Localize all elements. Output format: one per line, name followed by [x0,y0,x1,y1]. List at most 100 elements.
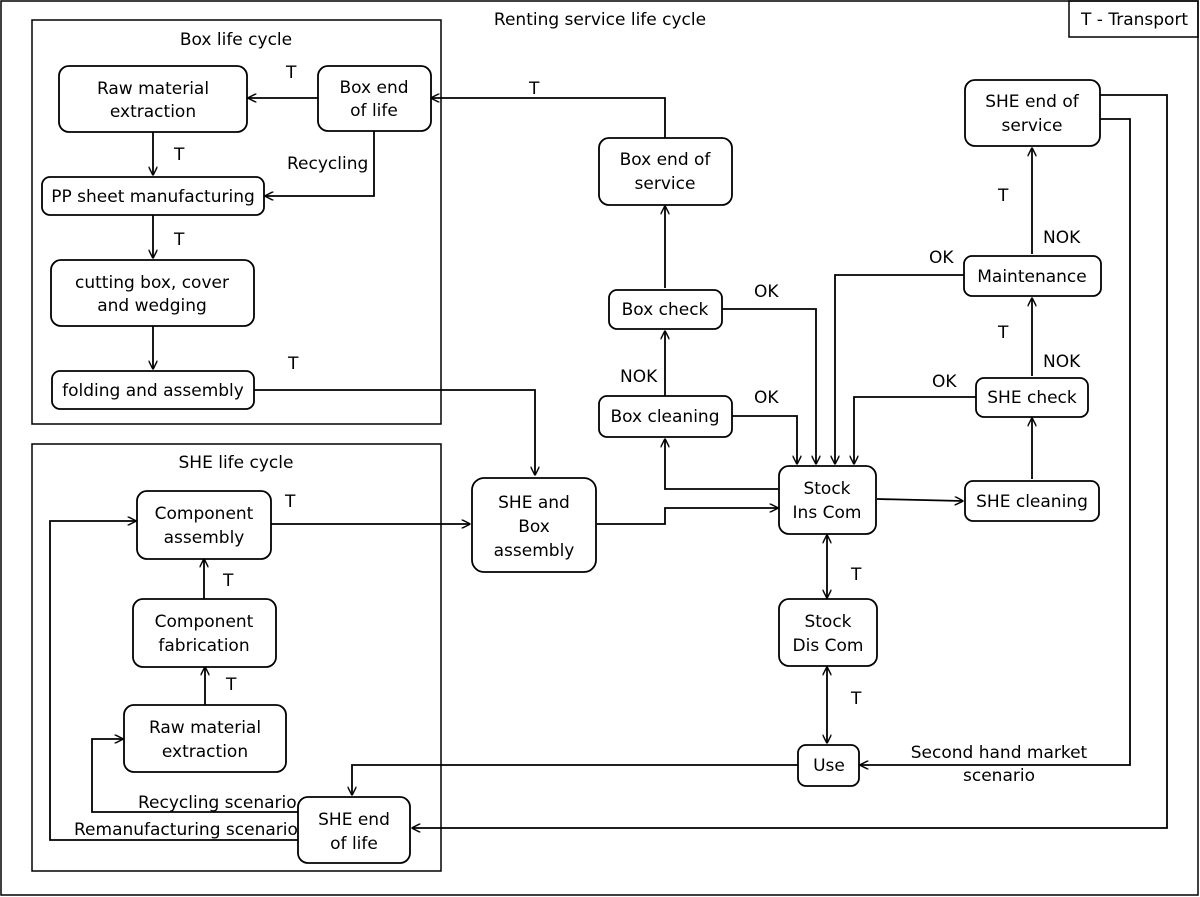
svg-text:service: service [635,174,696,194]
node-stock-ins-com: Stock Ins Com [778,465,877,535]
edge-recycling-scenario [91,739,298,813]
label-t-maintenance: T [997,186,1009,206]
edge-stock-to-she-cleaning [876,499,963,501]
label-t-stock-dis: T [850,565,862,585]
svg-text:SHE end of: SHE end of [985,92,1080,112]
svg-text:Dis Com: Dis Com [793,636,864,656]
node-box-check: Box check [608,289,723,330]
svg-text:of life: of life [350,101,398,121]
edge-she-eos-to-she-eol [412,94,1168,828]
label-nok-box-cleaning: NOK [620,367,658,387]
label-t-comp-asm: T [284,492,296,512]
label-remanufacturing-scenario: Remanufacturing scenario [74,820,298,840]
svg-text:Stock: Stock [804,612,851,632]
node-raw-material-she: Raw material extraction [123,704,287,773]
node-she-check: SHE check [975,377,1089,418]
node-she-and-box-assembly: SHE and Box assembly [471,477,597,573]
label-second-hand-2: scenario [963,766,1035,786]
node-stock-dis-com: Stock Dis Com [778,598,878,667]
svg-text:fabrication: fabrication [158,636,249,656]
node-she-end-of-service: SHE end of service [964,79,1101,147]
label-second-hand-1: Second hand market [911,743,1088,763]
edge-labels: T T Recycling T T T T T T Recycling scen… [74,63,1088,840]
svg-text:assembly: assembly [494,541,575,561]
edge-she-check-ok [854,396,976,464]
label-t-fab: T [222,571,234,591]
edge-box-cleaning-ok [732,415,797,464]
she-life-cycle-frame [31,443,442,872]
label-nok-maintenance: NOK [1043,228,1081,248]
svg-text:extraction: extraction [110,102,196,122]
edge-recycling [265,130,375,196]
edge-stock-to-box-cleaning [665,439,778,490]
svg-text:cutting box, cover: cutting box, cover [75,273,229,293]
edge-use-to-she-eol [352,764,798,795]
edge-folding-to-she-box [254,389,535,475]
node-component-fabrication: Component fabrication [132,598,277,668]
edge-box-check-ok [722,308,816,464]
legend-text: T - Transport [1080,10,1188,30]
label-t-box-eos: T [528,79,540,99]
label-t-raw-pp: T [173,145,185,165]
label-t-pp-cutting: T [173,230,185,250]
label-t-raw-she: T [225,675,237,695]
node-she-end-of-life: SHE end of life [297,796,411,864]
box-cycle-title: Box life cycle [180,30,292,50]
node-box-end-of-service: Box end of service [598,137,733,206]
svg-text:PP sheet manufacturing: PP sheet manufacturing [51,187,255,207]
edge-second-hand-market [860,118,1131,765]
node-raw-material-box: Raw material extraction [58,65,248,133]
label-t-she-check: T [997,323,1009,343]
svg-text:Component: Component [155,612,254,632]
label-recycling-scenario: Recycling scenario [138,793,297,813]
node-folding-and-assembly: folding and assembly [51,370,255,410]
edge-remanufacturing-scenario [49,521,298,841]
svg-text:Component: Component [155,504,254,524]
legend-box [1068,0,1199,38]
label-ok-she-check: OK [932,372,957,392]
node-pp-sheet-manufacturing: PP sheet manufacturing [41,176,265,216]
svg-text:Box check: Box check [622,300,709,320]
node-box-end-of-life: Box end of life [317,65,432,132]
label-t-folding: T [287,354,299,374]
svg-text:folding and assembly: folding and assembly [62,381,244,401]
edge-box-eos-to-eol [431,98,666,138]
svg-text:SHE end: SHE end [318,810,390,830]
node-maintenance: Maintenance [963,255,1102,297]
svg-text:Box: Box [518,517,550,537]
she-cycle-title: SHE life cycle [179,453,294,473]
edge-she-box-to-stock [597,508,778,525]
svg-text:Ins Com: Ins Com [793,503,862,523]
label-t-box-eol: T [285,63,297,83]
svg-text:Use: Use [813,756,845,776]
node-cutting-box: cutting box, cover and wedging [50,259,255,327]
svg-text:SHE and: SHE and [498,493,570,513]
node-box-cleaning: Box cleaning [598,395,733,438]
svg-text:of life: of life [330,834,378,854]
edges [49,94,1168,841]
node-she-cleaning: SHE cleaning [964,480,1100,522]
label-ok-maintenance: OK [929,248,954,268]
edge-maintenance-ok [835,274,964,464]
svg-text:SHE check: SHE check [987,388,1077,408]
svg-text:Maintenance: Maintenance [977,267,1086,287]
svg-text:and wedging: and wedging [97,296,207,316]
svg-text:Box cleaning: Box cleaning [610,407,719,427]
box-life-cycle-frame [31,19,442,425]
svg-text:service: service [1002,116,1063,136]
svg-text:Raw material: Raw material [149,718,261,738]
label-t-use: T [850,689,862,709]
label-recycling: Recycling [287,154,368,174]
node-use: Use [797,744,860,787]
label-ok-box-cleaning: OK [754,388,779,408]
svg-text:assembly: assembly [164,528,245,548]
svg-text:SHE cleaning: SHE cleaning [976,492,1088,512]
svg-text:Box end of: Box end of [620,150,712,170]
main-title: Renting service life cycle [494,10,706,30]
svg-text:Raw material: Raw material [97,79,209,99]
svg-text:Box end: Box end [339,78,408,98]
label-ok-box-check: OK [754,282,779,302]
label-nok-she-check: NOK [1043,352,1081,372]
